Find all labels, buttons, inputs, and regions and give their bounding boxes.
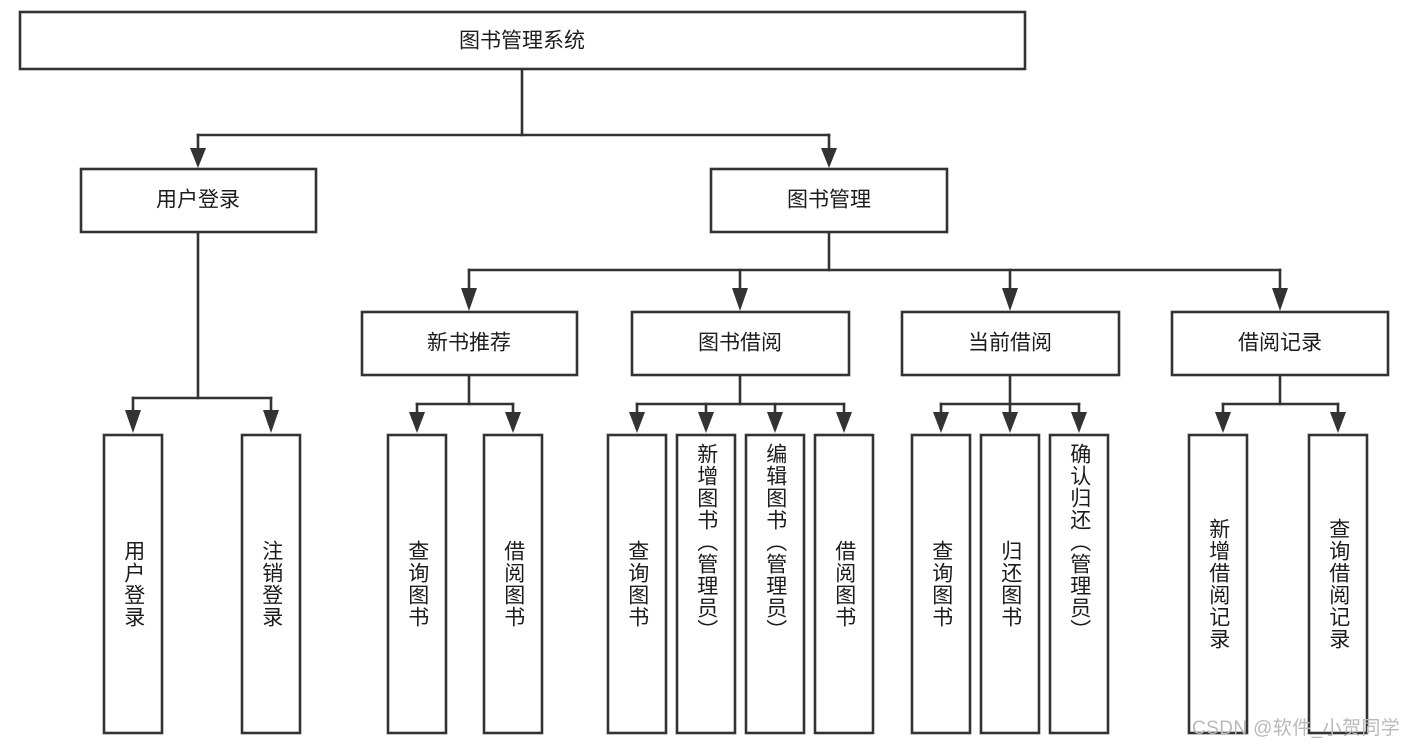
node-box-leaf-user-login[interactable]: [102, 433, 164, 735]
arrowhead-leaf-7: [836, 412, 852, 433]
arrowhead-l3-0: [461, 288, 477, 311]
leaf-label-borrow-book-1: 借阅图书: [501, 540, 525, 628]
leaf-label-query-borrow-record-wrap: 查询借阅记录: [1309, 435, 1367, 733]
node-box-new-book-recommend[interactable]: [360, 310, 579, 377]
leaf-label-query-book-3-wrap: 查询图书: [912, 435, 970, 733]
leaf-label-return-book: 归还图书: [998, 540, 1022, 628]
node-label-new-book-recommend: 新书推荐: [427, 332, 511, 355]
node-box-book-borrow[interactable]: [630, 310, 851, 377]
node-box-leaf-borrow-book-1[interactable]: [482, 433, 544, 735]
arrowhead-leaf-9: [1002, 412, 1018, 433]
leaf-label-confirm-return-admin: 确认归还（管理员）: [1067, 443, 1091, 641]
node-box-root[interactable]: [18, 10, 1027, 71]
node-box-leaf-edit-book-admin[interactable]: [744, 433, 806, 735]
leaf-label-return-book-wrap: 归还图书: [981, 435, 1039, 733]
node-box-leaf-add-book-admin[interactable]: [675, 433, 737, 735]
leaf-label-add-book-admin-wrap: 新增图书（管理员）: [677, 443, 735, 733]
node-label-current-borrow: 当前借阅: [968, 332, 1052, 355]
node-layer: 图书管理系统 用户登录 图书管理 新书推荐 图书借阅 当前借阅 借阅记录: [18, 10, 1390, 735]
node-label-book-borrow: 图书借阅: [698, 332, 782, 355]
arrowhead-leaf-0: [125, 410, 141, 433]
leaf-label-borrow-book-2-wrap: 借阅图书: [815, 435, 873, 733]
node-box-leaf-query-book-3[interactable]: [910, 433, 972, 735]
node-box-user-login[interactable]: [79, 167, 318, 234]
arrowhead-leaf-8: [933, 412, 949, 433]
node-box-book-manage[interactable]: [709, 167, 949, 234]
node-box-leaf-add-borrow-record[interactable]: [1187, 433, 1249, 735]
node-box-leaf-confirm-return-admin[interactable]: [1048, 433, 1110, 735]
node-box-current-borrow[interactable]: [900, 310, 1121, 377]
arrowhead-leaf-2: [409, 412, 425, 433]
node-box-leaf-return-book[interactable]: [979, 433, 1041, 735]
leaf-label-query-book-3: 查询图书: [929, 540, 953, 628]
arrowhead-leaf-3: [505, 412, 521, 433]
node-label-user-login: 用户登录: [156, 189, 240, 212]
node-box-leaf-query-book-1[interactable]: [386, 433, 448, 735]
leaf-label-user-login-wrap: 用户登录: [104, 435, 162, 733]
node-label-root: 图书管理系统: [459, 30, 585, 53]
arrowhead-leaf-11: [1215, 412, 1231, 433]
leaf-label-logout-wrap: 注销登录: [242, 435, 300, 733]
leaf-label-borrow-book-2: 借阅图书: [832, 540, 856, 628]
leaf-label-query-book-2: 查询图书: [625, 540, 649, 628]
leaf-label-edit-book-admin: 编辑图书（管理员）: [763, 443, 787, 641]
node-box-leaf-borrow-book-2[interactable]: [813, 433, 875, 735]
arrowhead-leaf-4: [629, 412, 645, 433]
arrowhead-l3-2: [1002, 288, 1018, 311]
leaf-label-confirm-return-admin-wrap: 确认归还（管理员）: [1050, 443, 1108, 733]
node-box-leaf-query-borrow-record[interactable]: [1307, 433, 1369, 735]
leaf-label-add-book-admin: 新增图书（管理员）: [694, 443, 718, 641]
leaf-label-query-book-2-wrap: 查询图书: [608, 435, 666, 733]
leaf-label-query-book-1-wrap: 查询图书: [388, 435, 446, 733]
arrowhead-l2-0: [190, 148, 206, 168]
arrowhead-leaf-6: [767, 412, 783, 433]
leaf-label-query-book-1: 查询图书: [405, 540, 429, 628]
arrowhead-leaf-5: [698, 412, 714, 433]
node-box-borrow-record[interactable]: [1170, 310, 1390, 377]
leaf-label-logout: 注销登录: [259, 540, 283, 628]
leaf-label-borrow-book-1-wrap: 借阅图书: [484, 435, 542, 733]
arrowhead-leaf-1: [263, 410, 279, 433]
arrowhead-l3-1: [732, 288, 748, 311]
arrowhead-leaf-10: [1071, 412, 1087, 433]
leaf-label-edit-book-admin-wrap: 编辑图书（管理员）: [746, 443, 804, 733]
node-label-book-manage: 图书管理: [787, 189, 871, 212]
node-label-borrow-record: 借阅记录: [1238, 332, 1322, 355]
leaf-label-user-login: 用户登录: [121, 540, 145, 628]
leaf-label-add-borrow-record: 新增借阅记录: [1206, 518, 1230, 650]
csdn-watermark: CSDN @软件_小贺同学: [1192, 718, 1401, 739]
node-box-leaf-logout[interactable]: [240, 433, 302, 735]
leaf-label-query-borrow-record: 查询借阅记录: [1326, 518, 1350, 650]
leaf-label-add-borrow-record-wrap: 新增借阅记录: [1189, 435, 1247, 733]
connector-layer: [125, 67, 1346, 433]
arrowhead-l2-1: [821, 148, 837, 168]
node-box-leaf-query-book-2[interactable]: [606, 433, 668, 735]
arrowhead-l3-3: [1272, 288, 1288, 311]
arrowhead-leaf-12: [1330, 412, 1346, 433]
